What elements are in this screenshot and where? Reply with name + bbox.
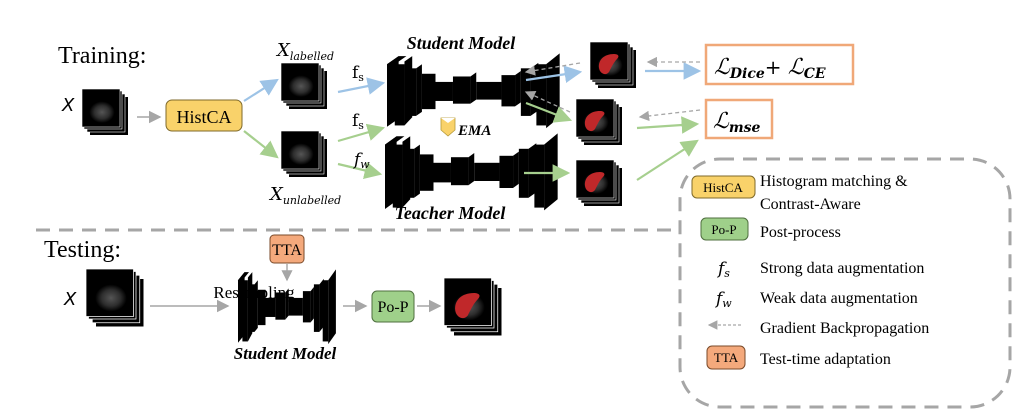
student-output-unlabelled-image	[576, 99, 622, 145]
arrow-labelled-to-student	[337, 77, 386, 95]
student-model-label: Student Model	[407, 33, 516, 53]
supervised-loss-box	[704, 43, 855, 86]
consistency-loss-box	[704, 98, 774, 140]
legend-postprocess-text: Post-process	[760, 224, 841, 241]
backprop-arrow-mse	[638, 109, 701, 122]
legend-histca-badge	[691, 175, 756, 199]
arrow-unlabelled-to-teacher	[337, 161, 383, 179]
student-network-test-icon: .stu2 .fc{fill:#a9c8ea;stroke:#3f5f80;st…	[238, 269, 336, 345]
legend-histca-badge-label: HistCA	[703, 180, 743, 195]
legend-backprop-text: Gradient Backpropagation	[760, 320, 929, 337]
backprop-arrow-unlabelled-to-student	[524, 91, 571, 113]
legend-histca-text-line1: Histogram matching &	[760, 173, 908, 190]
legend-tta-badge	[706, 345, 746, 370]
legend-tta-text: Test-time adaptation	[760, 351, 891, 368]
postprocess-box	[371, 290, 415, 323]
fs-top-label: fs	[352, 63, 364, 84]
student-network-icon: .stu .fc{fill:#a9c8ea;stroke:#3f5f80;str…	[387, 53, 560, 129]
student-output-labelled-image	[590, 42, 636, 88]
arrow-histca-to-unlabelled	[243, 130, 279, 159]
ema-label: EMA	[457, 123, 491, 139]
arrow-student-output-to-mse	[636, 116, 700, 134]
legend-fs-symbol: fs	[716, 259, 730, 280]
legend-fw-text: Weak data augmentation	[760, 290, 918, 307]
training-section-label: Training:	[58, 43, 146, 69]
legend-postprocess-badge	[700, 217, 749, 241]
testing-input-image	[85, 268, 145, 328]
training-input-image	[81, 88, 129, 136]
supervised-loss-formula: ℒDice+ ℒCE	[714, 55, 826, 82]
legend-fs-text: Strong data augmentation	[760, 260, 924, 277]
arrow-unlabelled-to-student	[337, 123, 386, 143]
tta-box	[269, 234, 305, 264]
labelled-image	[280, 62, 328, 110]
student-model-test-label: Student Model	[234, 344, 337, 363]
fw-label: fw	[352, 150, 370, 171]
legend-postprocess-badge-label: Po-P	[711, 222, 736, 237]
legend-histca-text-line2: Contrast-Aware	[760, 196, 861, 213]
tta-label: TTA	[272, 242, 302, 259]
labelled-label: Xlabelled	[275, 40, 334, 63]
fs-mid-label: fs	[352, 111, 364, 132]
testing-input-label: X	[63, 289, 77, 310]
consistency-loss-formula: ℒmse	[713, 109, 761, 136]
histca-label: HistCA	[176, 107, 231, 127]
legend-tta-badge-label: TTA	[714, 350, 739, 365]
unlabelled-image	[280, 130, 328, 178]
legend-fw-symbol: fw	[714, 289, 732, 310]
teacher-output-image	[576, 160, 622, 206]
ema-arrow-notch	[441, 118, 455, 123]
postprocess-label: Po-P	[377, 299, 408, 316]
legend-frame	[678, 157, 1012, 409]
arrow-student-to-output-labelled	[525, 65, 583, 83]
backprop-arrow-labelled-to-student	[524, 62, 581, 76]
arrow-teacher-output-to-mse	[636, 139, 699, 181]
histca-box	[165, 99, 243, 132]
unlabelled-label: Xunlabelled	[268, 184, 341, 207]
teacher-model-label: Teacher Model	[395, 203, 506, 223]
testing-section-label: Testing:	[44, 237, 121, 263]
testing-output-image	[444, 278, 502, 336]
training-input-label: X	[61, 95, 75, 116]
arrow-student-to-output-unlabelled	[525, 101, 573, 123]
arrow-histca-to-labelled	[243, 78, 279, 102]
